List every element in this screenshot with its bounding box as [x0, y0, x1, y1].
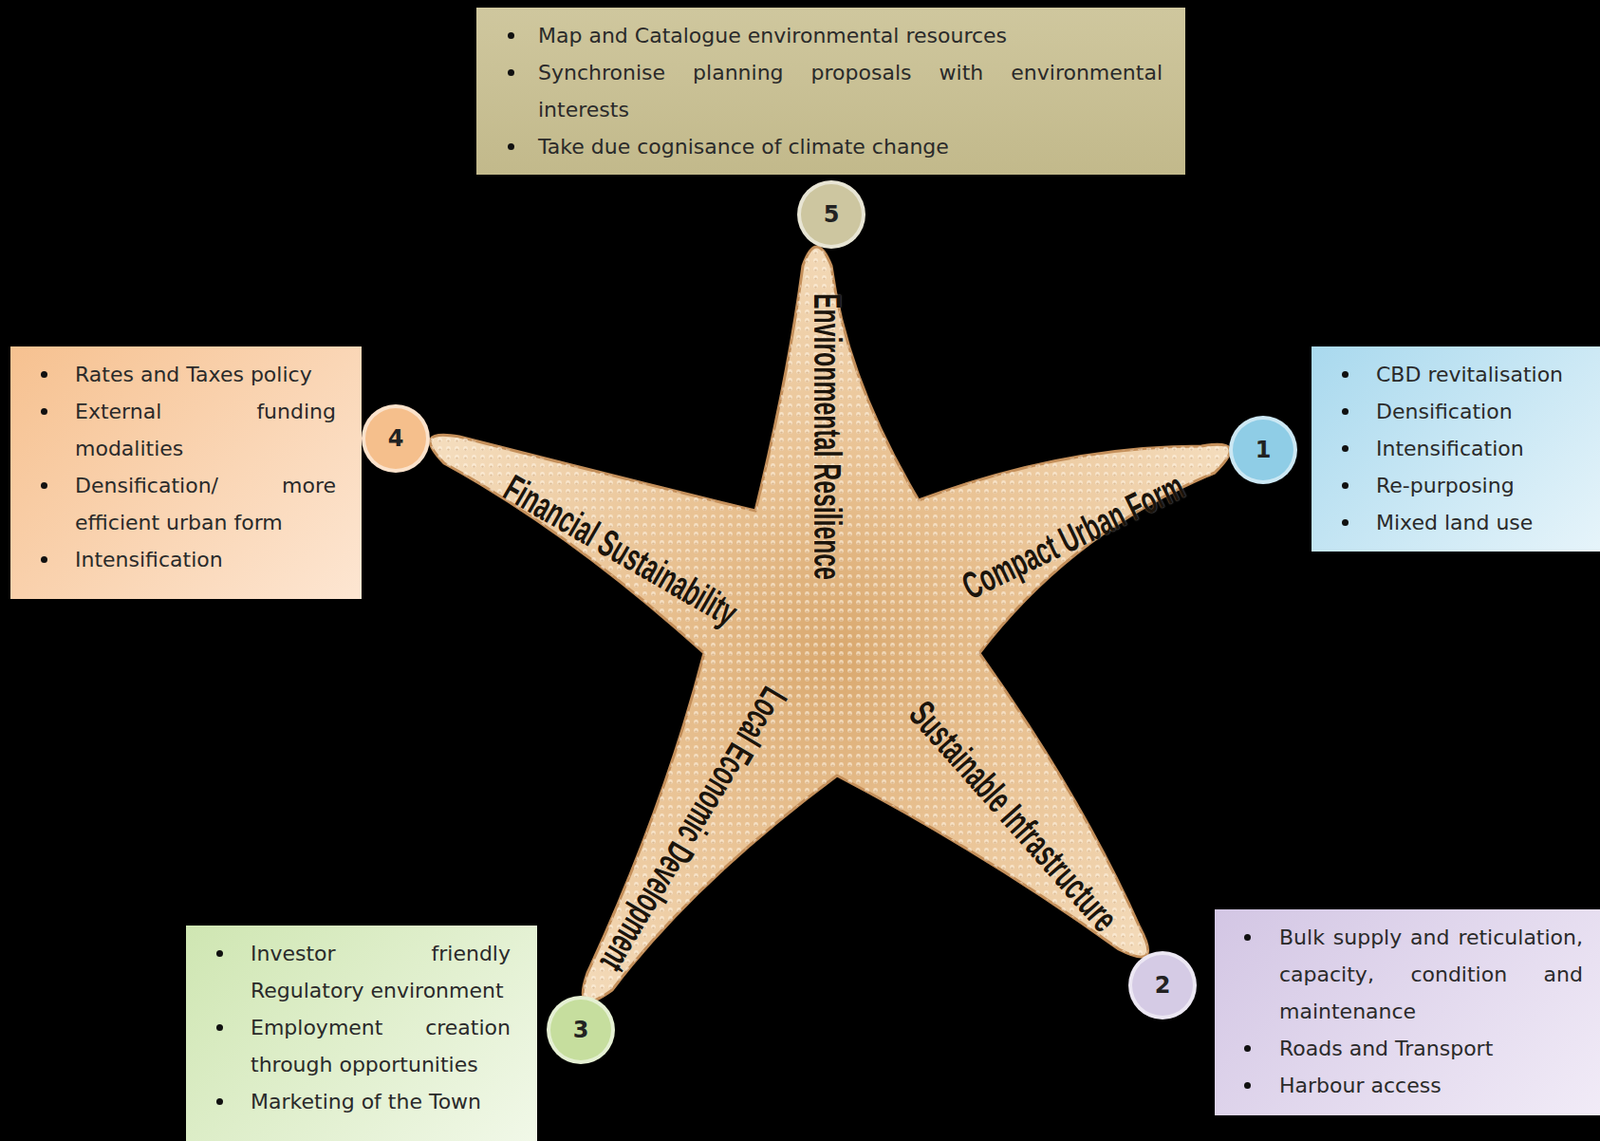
- bullet-item: Roads and Transport: [1279, 1029, 1583, 1067]
- bullet-text: Densification/ more efficient urban form: [74, 466, 336, 541]
- bullet-item: CBD revitalisation: [1376, 355, 1595, 393]
- starfish-texture: [429, 246, 1230, 1002]
- bullet-box: Bulk supply and reticulation, capacity, …: [1214, 909, 1600, 1116]
- bullet-item: Rates and Taxes policy: [74, 355, 336, 393]
- callout-number: 5: [823, 201, 840, 228]
- bullet-dot: [1341, 519, 1349, 526]
- bullet-dot: [40, 482, 48, 489]
- bullet-text: Densification: [1376, 392, 1595, 430]
- callout-circle: 3: [546, 995, 615, 1064]
- arm-label: Environmental Resilience: [805, 293, 849, 580]
- bullet-text: Take due cognisance of climate change: [538, 128, 1163, 166]
- bullet-box: CBD revitalisationDensificationIntensifi…: [1311, 346, 1600, 552]
- bullet-text: Harbour access: [1279, 1066, 1583, 1104]
- bullet-dot: [1341, 445, 1349, 452]
- bullet-text: Roads and Transport: [1279, 1029, 1583, 1067]
- bullet-text: Mixed land use: [1376, 503, 1595, 541]
- bullet-dot: [1244, 1044, 1251, 1052]
- starfish-body: [429, 246, 1230, 1002]
- bullet-item: Densification: [1376, 392, 1595, 430]
- bullet-text: Intensification: [74, 540, 336, 578]
- bullet-dot: [40, 371, 48, 378]
- callout-circle: 2: [1128, 950, 1197, 1020]
- bullet-text: Synchronise planning proposals with envi…: [538, 54, 1163, 129]
- arm-label: Local Economic Development: [592, 679, 796, 980]
- bullet-item: Densification/ more efficient urban form: [74, 466, 336, 541]
- bullet-text: External funding modalities: [74, 392, 336, 467]
- bullet-item: Take due cognisance of climate change: [538, 128, 1163, 166]
- bullet-box: Rates and Taxes policyExternal funding m…: [10, 346, 362, 599]
- bullet-dot: [216, 949, 224, 957]
- bullet-text: Employment creation through opportunitie…: [250, 1008, 511, 1083]
- bullet-text: Investor friendly Regulatory environment: [250, 934, 511, 1009]
- callout-number: 1: [1255, 436, 1272, 464]
- bullet-text: Marketing of the Town: [250, 1082, 511, 1120]
- callout-number: 4: [388, 425, 405, 452]
- bullet-item: Intensification: [74, 540, 336, 578]
- callout-circle: 1: [1228, 415, 1298, 484]
- arm-label: Compact Urban Form: [955, 465, 1191, 608]
- bullet-text: Intensification: [1376, 429, 1595, 467]
- bullet-box: Investor friendly Regulatory environment…: [186, 925, 538, 1141]
- callout-circle: 4: [361, 404, 430, 473]
- bullet-dot: [1341, 371, 1349, 378]
- bullet-text: Bulk supply and reticulation, capacity, …: [1279, 918, 1583, 1030]
- bullet-text: Rates and Taxes policy: [74, 355, 336, 393]
- arm-label: Sustainable Infrastructure: [900, 692, 1126, 940]
- bullet-item: Investor friendly Regulatory environment: [250, 934, 511, 1009]
- bullet-item: Employment creation through opportunitie…: [250, 1008, 511, 1083]
- bullet-item: Harbour access: [1279, 1066, 1583, 1104]
- bullet-dot: [507, 143, 515, 150]
- bullet-item: External funding modalities: [74, 392, 336, 467]
- bullet-item: Intensification: [1376, 429, 1595, 467]
- bullet-dot: [1341, 408, 1349, 415]
- bullet-dot: [1341, 482, 1349, 489]
- bullet-dot: [216, 1023, 224, 1031]
- callout-circle: 5: [797, 180, 866, 249]
- bullet-text: Re-purposing: [1376, 466, 1595, 504]
- bullet-text: CBD revitalisation: [1376, 355, 1595, 393]
- arm-label: Financial Sustainability: [496, 466, 745, 635]
- callout-number: 3: [573, 1016, 590, 1043]
- bullet-dot: [40, 408, 48, 415]
- bullet-dot: [1244, 933, 1251, 941]
- bullet-dot: [40, 556, 48, 563]
- bullet-box: Map and Catalogue environmental resource…: [476, 7, 1186, 175]
- bullet-item: Mixed land use: [1376, 503, 1595, 541]
- bullet-text: Map and Catalogue environmental resource…: [538, 17, 1163, 55]
- bullet-dot: [216, 1097, 224, 1105]
- bullet-dot: [507, 69, 515, 76]
- bullet-item: Re-purposing: [1376, 466, 1595, 504]
- bullet-item: Bulk supply and reticulation, capacity, …: [1279, 918, 1583, 1030]
- callout-number: 2: [1154, 971, 1172, 999]
- bullet-dot: [507, 32, 515, 39]
- bullet-dot: [1244, 1081, 1251, 1089]
- bullet-item: Map and Catalogue environmental resource…: [538, 17, 1163, 55]
- bullet-item: Marketing of the Town: [250, 1082, 511, 1120]
- bullet-item: Synchronise planning proposals with envi…: [538, 54, 1163, 129]
